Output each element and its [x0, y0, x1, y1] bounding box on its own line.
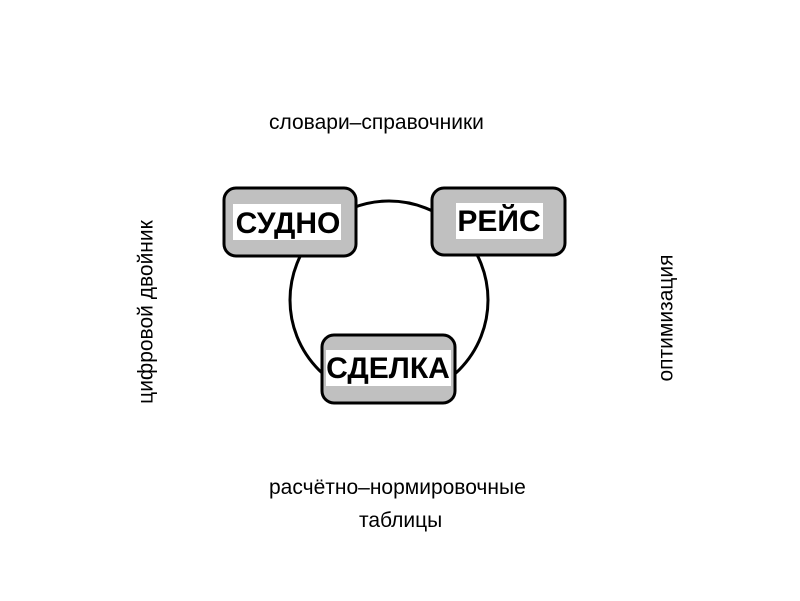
node-vessel-label-bg — [233, 204, 341, 240]
node-vessel-label: СУДНО — [236, 207, 341, 240]
label-calc-tables-line1: расчётно–нормировочные — [269, 476, 526, 499]
node-voyage-label-bg — [456, 203, 543, 239]
node-voyage-label: РЕЙС — [457, 204, 540, 238]
node-deal-label-bg — [326, 350, 451, 386]
node-vessel: СУДНО — [222, 186, 358, 258]
node-deal-label: СДЕЛКА — [326, 352, 450, 385]
label-calc-tables-line2: таблицы — [359, 509, 443, 532]
label-dictionaries: словари–справочники — [269, 111, 484, 134]
node-voyage: РЕЙС — [430, 186, 567, 257]
node-deal: СДЕЛКА — [320, 333, 457, 405]
